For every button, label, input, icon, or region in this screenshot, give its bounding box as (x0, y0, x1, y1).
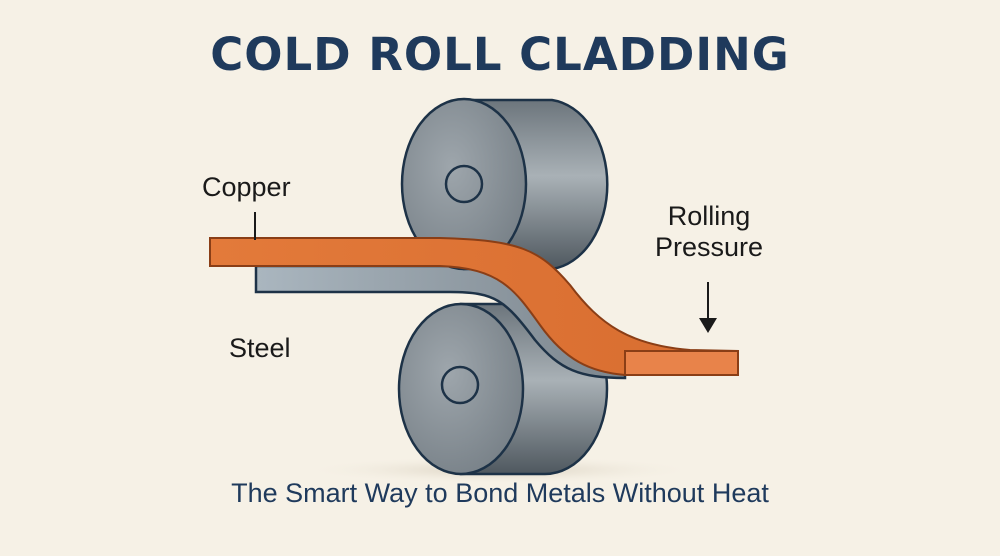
copper-label: Copper (202, 172, 291, 202)
rolling-label-line2: Pressure (654, 232, 764, 262)
copper-strip-end (624, 350, 739, 376)
rolling-pressure-label: Rolling Pressure (650, 201, 768, 263)
subtitle: The Smart Way to Bond Metals Without Hea… (231, 478, 769, 508)
top-roller (400, 97, 609, 271)
pressure-arrow-icon (699, 318, 717, 333)
steel-label: Steel (229, 333, 291, 363)
bottom-roller-hub (440, 365, 480, 405)
page-title: COLD ROLL CLADDING (210, 28, 790, 81)
top-roller-hub (444, 164, 484, 204)
rolling-label-line1: Rolling (667, 201, 751, 231)
